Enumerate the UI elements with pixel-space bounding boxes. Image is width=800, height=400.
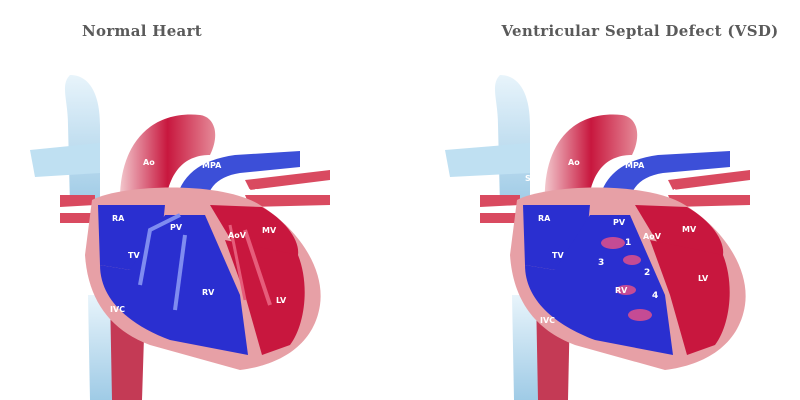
aorta-vessel bbox=[119, 114, 216, 205]
vsd-heart-panel: Ventricular Septal Defect (VSD) bbox=[400, 0, 800, 400]
label-aov: AoV bbox=[228, 231, 247, 240]
label-rv: RV bbox=[615, 286, 628, 295]
label-ao: Ao bbox=[143, 158, 155, 167]
label-svc: SVC bbox=[525, 174, 543, 183]
left-ventricle bbox=[225, 240, 305, 355]
label-la: LA bbox=[248, 188, 260, 197]
label-ivc: IVC bbox=[540, 316, 555, 325]
label-tv: TV bbox=[128, 251, 140, 260]
svc-vessel bbox=[64, 75, 100, 205]
label-aov: AoV bbox=[643, 232, 662, 241]
label-lv: LV bbox=[276, 296, 287, 305]
normal-heart-diagram: Ao MPA SVC RA PV LA AoV MV TV RV LV IVC bbox=[30, 75, 330, 400]
defect-number-2: 2 bbox=[644, 268, 650, 278]
label-mv: MV bbox=[682, 225, 697, 234]
normal-heart-title: Normal Heart bbox=[82, 22, 202, 40]
defect-number-4: 4 bbox=[652, 291, 658, 301]
vsd-heart-title: Ventricular Septal Defect (VSD) bbox=[501, 22, 779, 40]
right-ventricle bbox=[100, 215, 248, 355]
normal-heart-panel: Normal Heart bbox=[30, 22, 330, 400]
label-ra: RA bbox=[112, 214, 125, 223]
defect-number-1: 1 bbox=[625, 238, 631, 248]
label-ivc: IVC bbox=[110, 305, 125, 314]
label-mpa: MPA bbox=[625, 161, 645, 170]
label-la: LA bbox=[673, 188, 685, 197]
label-rv: RV bbox=[202, 288, 215, 297]
label-pv: PV bbox=[613, 218, 626, 227]
label-lv: LV bbox=[698, 274, 709, 283]
label-svc: SVC bbox=[100, 174, 118, 183]
defect-number-3: 3 bbox=[598, 258, 604, 268]
label-ra: RA bbox=[538, 214, 551, 223]
label-ao: Ao bbox=[568, 158, 580, 167]
label-mpa: MPA bbox=[202, 161, 222, 170]
label-tv: TV bbox=[552, 251, 564, 260]
label-mv: MV bbox=[262, 226, 277, 235]
left-atrium bbox=[210, 205, 299, 255]
vsd-heart-diagram: Ao MPA SVC RA PV LA AoV MV TV RV LV IVC … bbox=[445, 75, 750, 400]
label-pv: PV bbox=[170, 223, 183, 232]
brachiocephalic-vein bbox=[30, 143, 100, 177]
